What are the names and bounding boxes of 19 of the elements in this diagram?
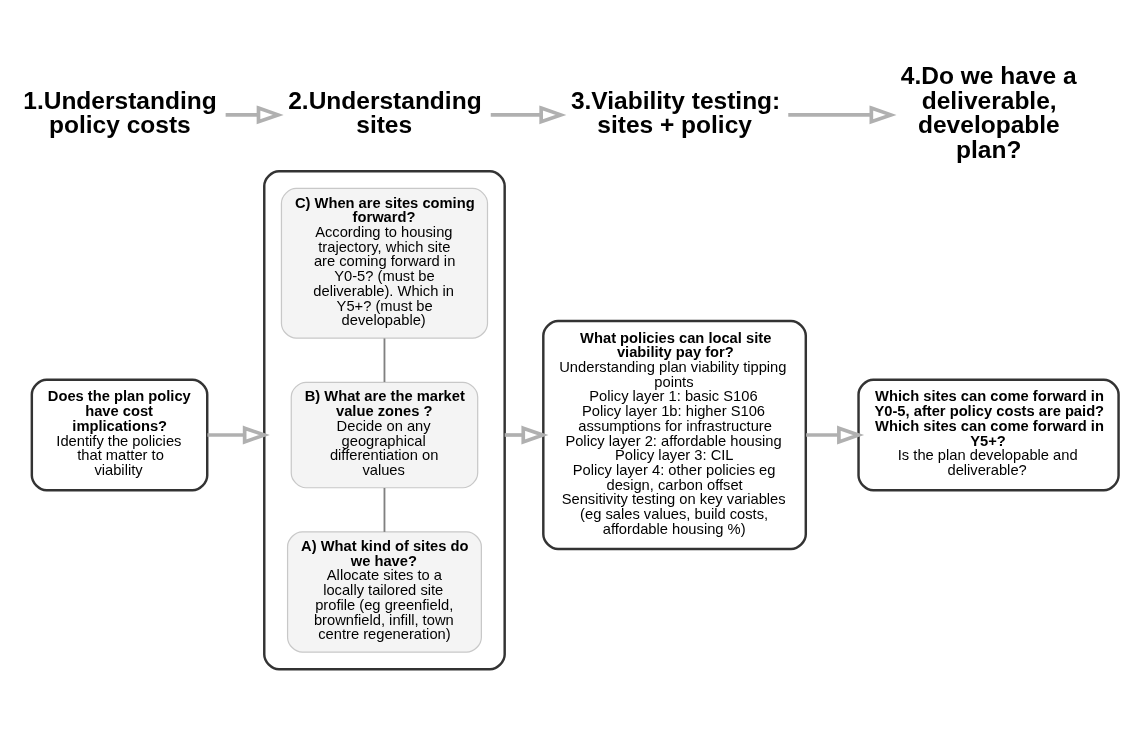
node-text: 1.Understanding policy costs [23,86,217,139]
cluster [263,170,506,671]
node-box: B) What are the market value zones ? Decide on any geographical differentiation on values [290,381,479,489]
arrow [806,425,865,445]
arrow [207,425,270,445]
node-box: C) When are sites coming forward? According to housing trajectory, which site are coming forward in Y0-5? (must be deliverable). Which in Y5+? (must be developable) [280,187,489,339]
node-box: Does the plan policy have cost implications? Identify the policies that matter to viability [30,378,209,492]
node-box: A) What kind of sites do we have? Allocate sites to a locally tailored site profile (eg greenfield, brownfield, infill, town centre regeneration) [286,531,482,653]
node-box: What policies can local site viability pay for? Understanding plan viability tipping points Policy layer 1: basic S106 Policy layer 1b: higher S106 assumptions for infrastructure Policy layer 2: affordable housing Policy layer 3: CIL Policy layer 4: other policies eg design, carbon offset Sensitivity testing on key variables (eg sales values, build costs, affordable housing %) [542,319,807,551]
arrow [225,105,284,125]
arrow [788,105,897,125]
node-text: 2.Understanding sites [288,86,482,139]
connector [383,487,386,533]
node-text: 3.Viability testing: sites + policy [570,86,781,139]
node-box: Which sites can come forward in Y0-5, after policy costs are paid? Which sites can come forward in Y5+? Is the plan developable and deliverable? [857,378,1120,492]
arrow [490,105,567,125]
arrow [504,425,549,445]
node-text: 4.Do we have a deliverable, developable plan? [900,62,1077,163]
connector [383,337,386,383]
